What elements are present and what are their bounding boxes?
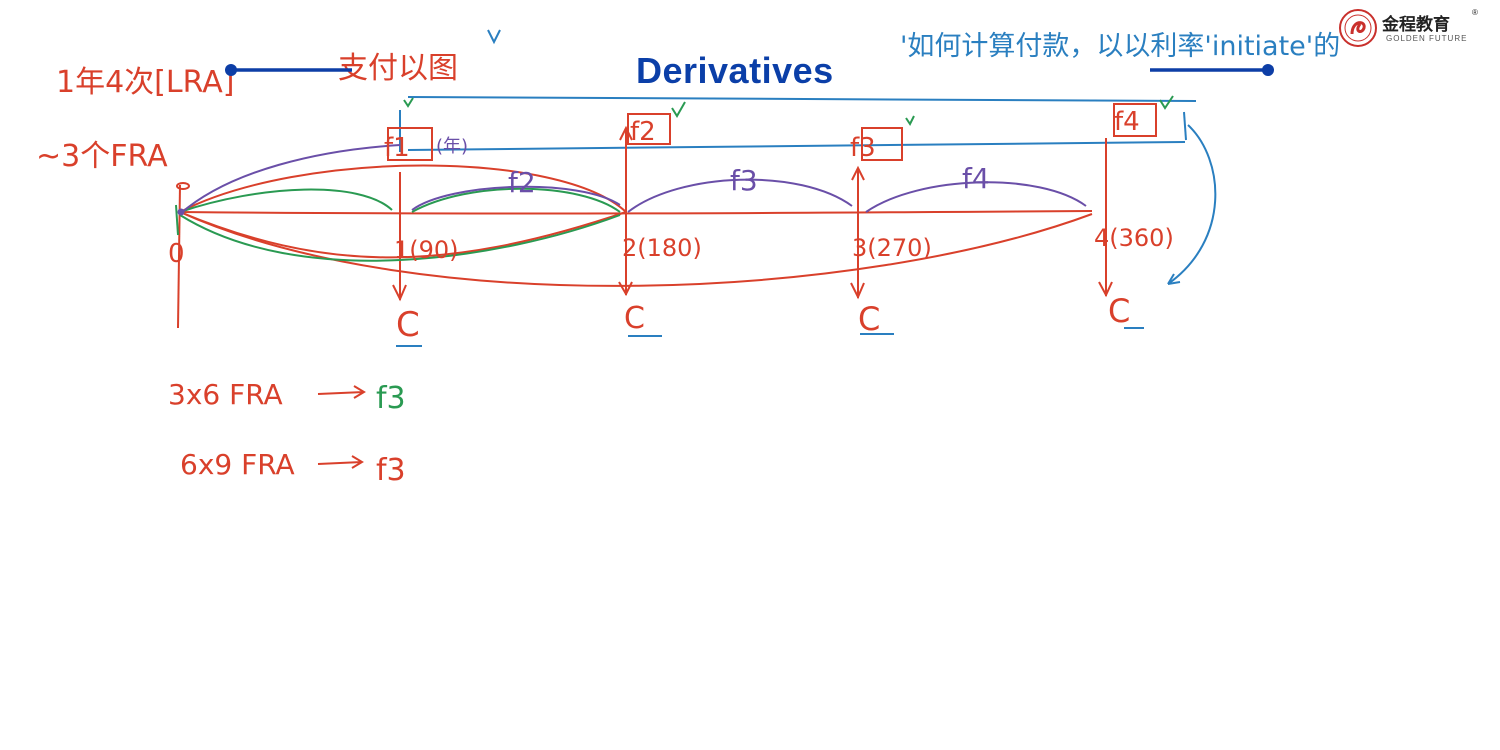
- forward-label-f2: f2: [508, 166, 536, 199]
- top-label-1: f1: [384, 133, 410, 163]
- logo-seal-icon: [1339, 9, 1377, 47]
- time-point-labels: 1(90) 2(180) 3(270) 4(360) 0: [168, 224, 1174, 269]
- timeline: [176, 125, 1113, 329]
- note-top-left-right: 支付以图: [338, 51, 458, 86]
- purple-arcs: [179, 144, 1087, 215]
- origin-label: 0: [168, 239, 185, 269]
- fra-note-2: 6x9 FRA: [180, 448, 295, 481]
- time-label-2: 2(180): [622, 234, 702, 262]
- arrow-right-icon: [317, 385, 366, 399]
- arrow-right-icon: [317, 455, 364, 469]
- forward-label-f4: f4: [962, 162, 990, 195]
- cash-flow-labels: C C C C: [396, 292, 1144, 347]
- fra-note-1: 3x6 FRA: [168, 378, 283, 411]
- fra-notes: 3x6 FRA f3 6x9 FRA f3: [168, 378, 406, 488]
- top-label-2: f2: [630, 117, 656, 147]
- check-mark-icon: [487, 29, 501, 45]
- laser-pointer-right: [1150, 64, 1274, 76]
- cash-label-4: C: [1108, 292, 1130, 330]
- top-left-notes: 1年4次[LRA] ~3个FRA 支付以图: [36, 29, 501, 174]
- forward-label-f3: f3: [730, 164, 758, 197]
- brand-logo: 金程教育 ® GOLDEN FUTURE: [1338, 6, 1488, 47]
- time-label-4: 4(360): [1094, 224, 1174, 252]
- fra-result-2: f3: [376, 453, 406, 488]
- note-top-left-line2: ~3个FRA: [36, 139, 168, 174]
- logo-name-cn: 金程教育: [1382, 15, 1450, 35]
- slide-title: Derivatives: [636, 50, 834, 91]
- note-top-left-line1: 1年4次[LRA]: [56, 65, 234, 100]
- origin-dot-icon: [177, 208, 185, 216]
- check-mark-icon: [1159, 95, 1174, 110]
- top-label-4: f4: [1114, 107, 1140, 137]
- time-label-1: 1(90): [394, 236, 459, 264]
- cash-label-3: C: [858, 300, 880, 338]
- blue-bracket-lines: [399, 95, 1217, 285]
- fra-result-1: f3: [376, 381, 406, 416]
- cash-label-2: C: [624, 301, 645, 336]
- check-mark-icon: [403, 97, 414, 108]
- logo-registered-mark: ®: [1472, 8, 1478, 17]
- check-mark-icon: [671, 101, 686, 118]
- note-top-right: '如何计算付款，以以利率'initiate'的: [900, 31, 1340, 62]
- time-label-3: 3(270): [852, 234, 932, 262]
- green-arcs: [175, 187, 621, 262]
- pointer-dot-icon: [225, 64, 237, 76]
- laser-pointer-left: [225, 64, 352, 76]
- pointer-dot-icon: [1262, 64, 1274, 76]
- top-rate-labels: f1 (年) f2 f3 f4: [384, 95, 1174, 163]
- top-annot-1: (年): [436, 136, 468, 157]
- check-mark-icon: [905, 115, 915, 126]
- cash-label-1: C: [396, 305, 420, 345]
- logo-name-en: GOLDEN FUTURE: [1386, 34, 1468, 43]
- top-label-3: f3: [850, 133, 876, 163]
